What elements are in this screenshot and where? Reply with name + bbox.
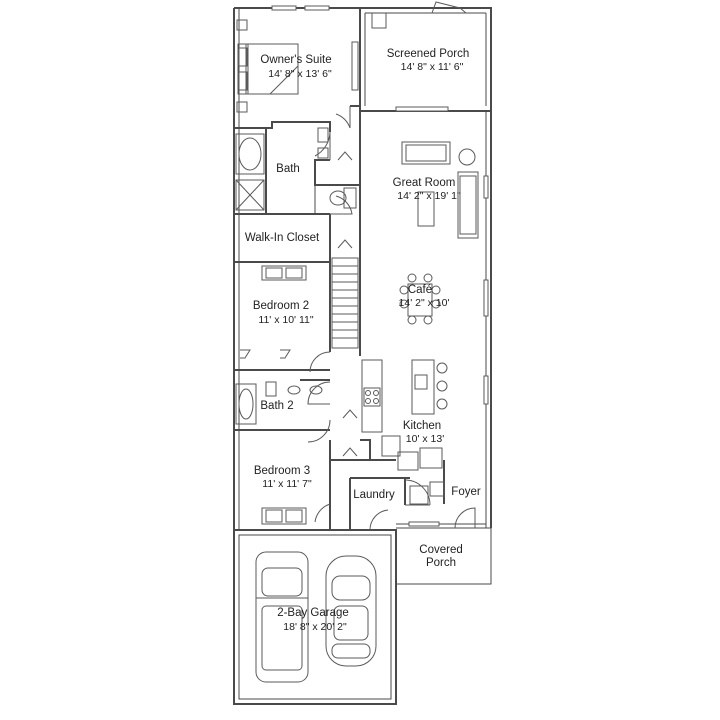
windows xyxy=(271,1,489,527)
stairs xyxy=(331,151,359,457)
door-swing xyxy=(314,131,331,160)
bedroom3-dim: 11' x 11' 7" xyxy=(262,478,312,490)
owners-suite-dim: 14' 8" x 13' 6" xyxy=(268,68,332,80)
walk-in-closet-label: Walk-In Closet xyxy=(245,232,320,244)
door-swing xyxy=(307,381,331,405)
bath2-label: Bath 2 xyxy=(260,400,293,412)
bath-label: Bath xyxy=(276,163,300,175)
doors xyxy=(307,106,476,531)
door-swing xyxy=(330,195,353,215)
great-room-dim: 14' 2" x 19' 1" xyxy=(397,190,461,202)
furniture xyxy=(235,19,479,525)
cafe-dim: 14' 2" x 10' xyxy=(399,297,450,309)
door-swing xyxy=(454,507,476,529)
garage-dim: 18' 8" x 20' 2" xyxy=(283,621,347,633)
bedroom2-label: Bedroom 2 xyxy=(253,300,309,312)
door-swing xyxy=(404,479,431,506)
kitchen-label: Kitchen xyxy=(403,420,441,432)
great-room-label: Great Room xyxy=(393,177,456,189)
door-swing xyxy=(369,509,389,531)
cafe-label: Café xyxy=(408,284,432,296)
door-swing xyxy=(307,419,331,443)
laundry-label: Laundry xyxy=(353,489,395,501)
exterior-walls xyxy=(233,7,492,705)
van-icon xyxy=(255,551,309,683)
garage-vehicles xyxy=(255,551,377,683)
garage-label: 2-Bay Garage xyxy=(277,607,349,619)
covered-porch-label: Covered xyxy=(419,544,462,556)
covered-porch-label-2: Porch xyxy=(426,557,456,569)
owners-suite-label: Owner's Suite xyxy=(260,54,331,66)
foyer-label: Foyer xyxy=(451,486,481,498)
bedroom2-dim: 11' x 10' 11" xyxy=(258,314,313,326)
bedroom3-label: Bedroom 3 xyxy=(254,465,310,477)
car-icon xyxy=(325,555,377,667)
door-swing xyxy=(309,351,331,373)
screened-porch-dim: 14' 8" x 11' 6" xyxy=(401,61,464,73)
room-labels: Owner's Suite 14' 8" x 13' 6" Screened P… xyxy=(245,48,481,633)
door-swing xyxy=(314,503,331,523)
screened-porch-label: Screened Porch xyxy=(387,48,469,60)
door-swing xyxy=(335,106,351,129)
interior-walls xyxy=(234,105,445,530)
kitchen-dim: 10' x 13' xyxy=(406,433,444,445)
